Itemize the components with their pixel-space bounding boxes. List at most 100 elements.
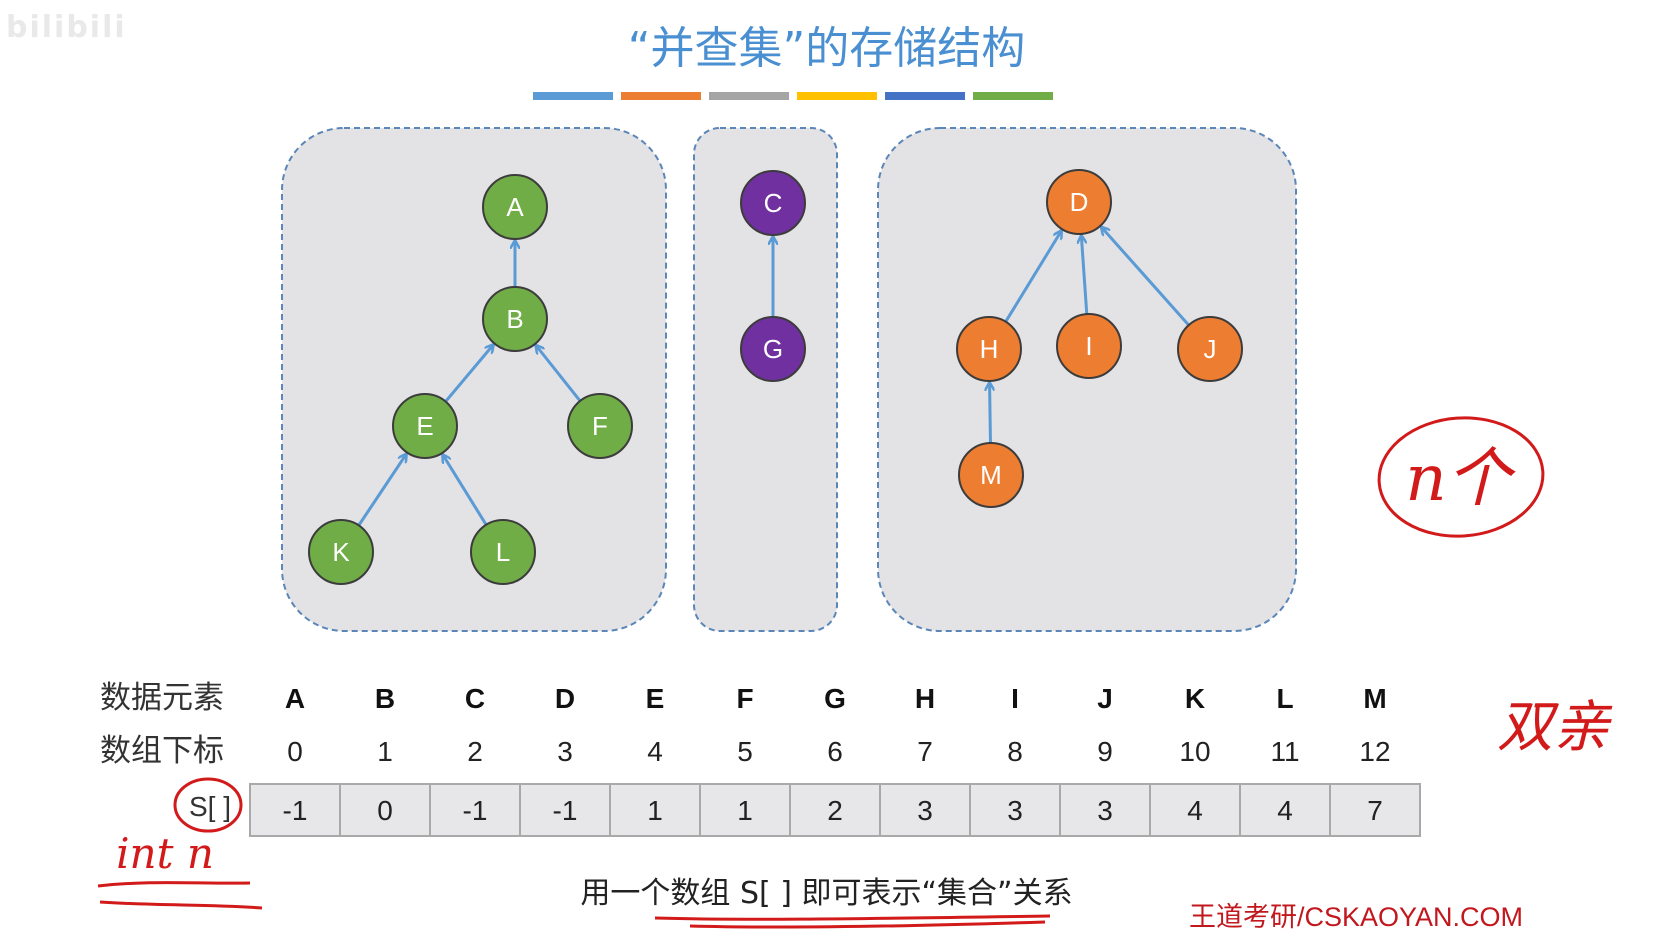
node-label-H: H [980, 334, 999, 364]
slide-title: “并查集”的存储结构 [627, 23, 1026, 74]
table-cells: A0-1B10C2-1D3-1E41F51G62H73I83J93K104L11… [249, 683, 1421, 837]
index-3: 3 [557, 736, 573, 767]
node-circle-L [470, 519, 536, 585]
tree-nodes: A B E F K L C G D H I J M [308, 169, 1243, 585]
row-label-s-array: S[ ] [189, 791, 231, 822]
set-box-1 [281, 127, 667, 632]
footer-watermark: 王道考研/CSKAOYAN.COM [1188, 902, 1523, 932]
node-M: M [958, 442, 1024, 508]
bilibili-watermark: bilibili [6, 10, 127, 45]
parent-value-6: 2 [827, 795, 843, 826]
node-label-I: I [1085, 331, 1092, 361]
array-cell-3 [519, 783, 611, 837]
caption: 用一个数组 S[ ] 即可表示“集合”关系 [580, 876, 1073, 911]
node-K: K [308, 519, 374, 585]
parent-value-0: -1 [283, 795, 308, 826]
node-D: D [1046, 169, 1112, 235]
element-G: G [824, 683, 846, 714]
node-L: L [470, 519, 536, 585]
array-cell-5 [699, 783, 791, 837]
handwritten-annotations: n个 双亲 int n [97, 416, 1613, 929]
node-circle-B [482, 286, 548, 352]
index-2: 2 [467, 736, 483, 767]
array-cell-0 [249, 783, 341, 837]
edge-K-to-E [357, 454, 406, 527]
index-10: 10 [1179, 736, 1210, 767]
node-label-G: G [763, 334, 783, 364]
element-I: I [1011, 683, 1019, 714]
node-circle-J [1177, 316, 1243, 382]
hand-circle-s [173, 777, 243, 833]
node-A: A [482, 174, 548, 240]
index-9: 9 [1097, 736, 1113, 767]
element-F: F [736, 683, 753, 714]
node-label-J: J [1204, 334, 1217, 364]
node-circle-C [740, 170, 806, 236]
array-table: 数据元素 数组下标 S[ ] A0-1B10C2-1D3-1E41F51G62H… [100, 680, 1421, 837]
parent-value-9: 3 [1097, 795, 1113, 826]
node-circle-D [1046, 169, 1112, 235]
node-B: B [482, 286, 548, 352]
row-label-indices: 数组下标 [100, 733, 224, 769]
node-E: E [392, 393, 458, 459]
hand-underline-caption [654, 914, 1051, 929]
node-label-F: F [592, 411, 608, 441]
tree-edges [357, 227, 1190, 527]
parent-value-10: 4 [1187, 795, 1203, 826]
element-B: B [375, 683, 395, 714]
element-A: A [285, 683, 305, 714]
node-circle-G [740, 316, 806, 382]
edge-I-to-D [1081, 236, 1089, 315]
node-G: G [740, 316, 806, 382]
array-cell-8 [969, 783, 1061, 837]
node-label-E: E [416, 411, 433, 441]
parent-value-4: 1 [647, 795, 663, 826]
index-7: 7 [917, 736, 933, 767]
array-cell-9 [1059, 783, 1151, 837]
edge-J-to-D [1102, 227, 1190, 327]
node-label-K: K [332, 537, 350, 567]
element-K: K [1185, 683, 1205, 714]
color-bar-segment [621, 92, 701, 100]
node-label-D: D [1070, 187, 1089, 217]
index-6: 6 [827, 736, 843, 767]
color-bar-segment [709, 92, 789, 100]
hand-circle-n [1377, 416, 1545, 538]
edge-H-to-D [1004, 231, 1062, 323]
node-label-B: B [506, 304, 523, 334]
node-label-C: C [764, 188, 783, 218]
color-bar-segment [533, 92, 613, 100]
node-circle-H [956, 316, 1022, 382]
index-11: 11 [1270, 736, 1299, 767]
index-5: 5 [737, 736, 753, 767]
parent-value-8: 3 [1007, 795, 1023, 826]
node-C: C [740, 170, 806, 236]
element-L: L [1276, 683, 1293, 714]
node-label-M: M [980, 460, 1002, 490]
index-8: 8 [1007, 736, 1023, 767]
hand-text-int-n: int n [116, 829, 214, 878]
index-12: 12 [1359, 736, 1390, 767]
row-label-elements: 数据元素 [100, 680, 224, 716]
color-bar-segment [973, 92, 1053, 100]
parent-value-11: 4 [1277, 795, 1293, 826]
hand-text-n-ge: n个 [1405, 442, 1516, 516]
node-circle-F [567, 393, 633, 459]
element-D: D [555, 683, 575, 714]
edge-E-to-B [444, 345, 494, 403]
hand-underline-left [97, 881, 263, 910]
color-bar-segment [797, 92, 877, 100]
node-circle-K [308, 519, 374, 585]
parent-value-1: 0 [377, 795, 393, 826]
parent-value-12: 7 [1367, 795, 1383, 826]
node-circle-A [482, 174, 548, 240]
node-I: I [1056, 313, 1122, 379]
node-label-L: L [496, 537, 510, 567]
edge-M-to-H [990, 383, 991, 444]
node-circle-E [392, 393, 458, 459]
parent-value-3: -1 [553, 795, 578, 826]
element-H: H [915, 683, 935, 714]
index-0: 0 [287, 736, 303, 767]
